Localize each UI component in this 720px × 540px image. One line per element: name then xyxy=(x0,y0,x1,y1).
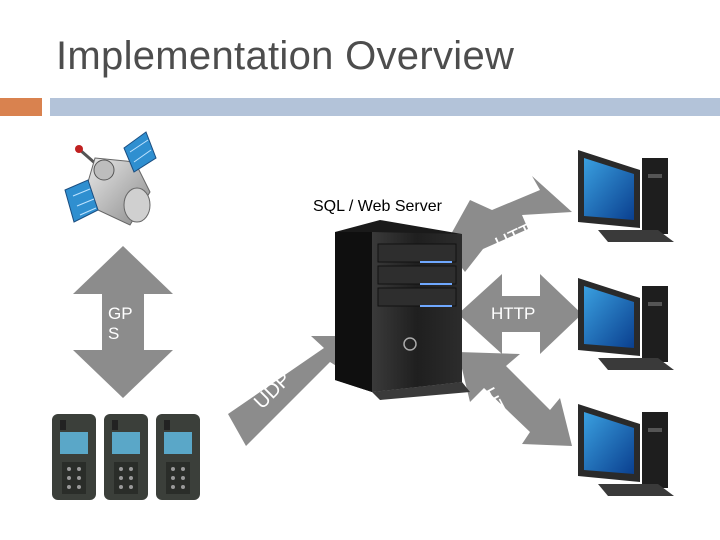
http-bottom-arrow xyxy=(458,352,572,446)
http-mid-arrow xyxy=(458,274,582,354)
desktop-computer-icon xyxy=(578,150,674,242)
gps-arrow-label: GP S xyxy=(108,304,133,343)
desktop-computer-icon xyxy=(578,404,674,496)
satellite-icon xyxy=(64,131,157,226)
mobile-phone-icon xyxy=(104,414,148,500)
mobile-phone-icon xyxy=(156,414,200,500)
mobile-phone-icon xyxy=(52,414,96,500)
accent-bar-orange xyxy=(0,98,42,116)
http-mid-arrow-label: HTTP xyxy=(491,304,536,323)
server-tower-icon xyxy=(335,220,470,400)
accent-bar-blue xyxy=(50,98,720,116)
server-label: SQL / Web Server xyxy=(313,198,442,215)
udp-arrow xyxy=(228,336,346,446)
slide-title: Implementation Overview xyxy=(56,34,515,78)
gps-arrow xyxy=(73,246,173,398)
desktop-computer-icon xyxy=(578,278,674,370)
http-top-arrow xyxy=(445,176,572,272)
